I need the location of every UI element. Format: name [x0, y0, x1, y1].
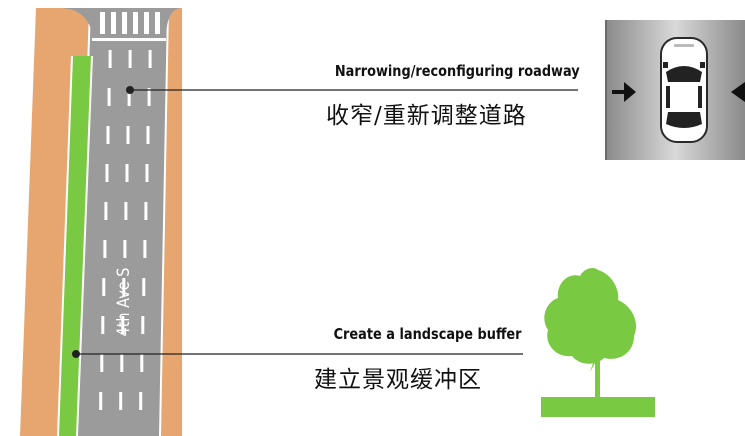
lane-dash: [123, 240, 127, 258]
buffer-callout-chinese: 建立景观缓冲区: [314, 367, 482, 393]
crosswalk: [92, 12, 166, 41]
curb-corner-left: [60, 8, 96, 60]
lane-dash: [120, 354, 124, 372]
lane-dash: [108, 50, 112, 68]
roadway: [76, 8, 168, 436]
lane-dash: [106, 126, 110, 144]
lane-dash: [125, 164, 129, 182]
lane-dash: [99, 392, 103, 410]
roadway-callout-chinese: 收窄/重新调整道路: [326, 103, 527, 129]
lane-markings: [99, 50, 152, 410]
lane-dash: [148, 50, 152, 68]
lane-dash: [141, 316, 145, 334]
lane-dash: [103, 240, 107, 258]
lane-dash: [147, 88, 151, 106]
lane-dash: [101, 316, 105, 334]
buffer-callout-english: Create a landscape buffer: [334, 325, 522, 343]
curb-corner-right: [166, 8, 182, 40]
lane-dash: [102, 278, 106, 296]
lane-dash: [126, 126, 130, 144]
lane-dash: [146, 126, 150, 144]
roadway-callout-english: Narrowing/reconfiguring roadway: [335, 62, 580, 80]
tree-icon: [541, 268, 655, 417]
leader-lines: [76, 89, 578, 355]
lane-dash: [144, 202, 148, 220]
lane-dash: [104, 202, 108, 220]
lane-dash: [107, 88, 111, 106]
lane-dash: [128, 50, 132, 68]
lane-dash: [143, 240, 147, 258]
lane-dash: [127, 88, 131, 106]
leader-dot-buffer: [72, 350, 80, 358]
lane-dash: [119, 392, 123, 410]
lane-dash: [122, 278, 126, 296]
landscape-buffer-strip: [58, 56, 92, 436]
lane-dash: [100, 354, 104, 372]
lane-dash: [124, 202, 128, 220]
car-between-arrows-icon: [605, 20, 745, 160]
street-name-label: 4th Ave S: [114, 267, 134, 337]
lane-dash: [140, 354, 144, 372]
lane-dash: [121, 316, 125, 334]
lane-dash: [139, 392, 143, 410]
leader-dot-roadway: [126, 86, 134, 94]
roadway-right-curb: [159, 7, 169, 436]
lane-dash: [105, 164, 109, 182]
lane-dash: [142, 278, 146, 296]
lane-dash: [145, 164, 149, 182]
landscape-buffer-edge: [57, 55, 93, 436]
